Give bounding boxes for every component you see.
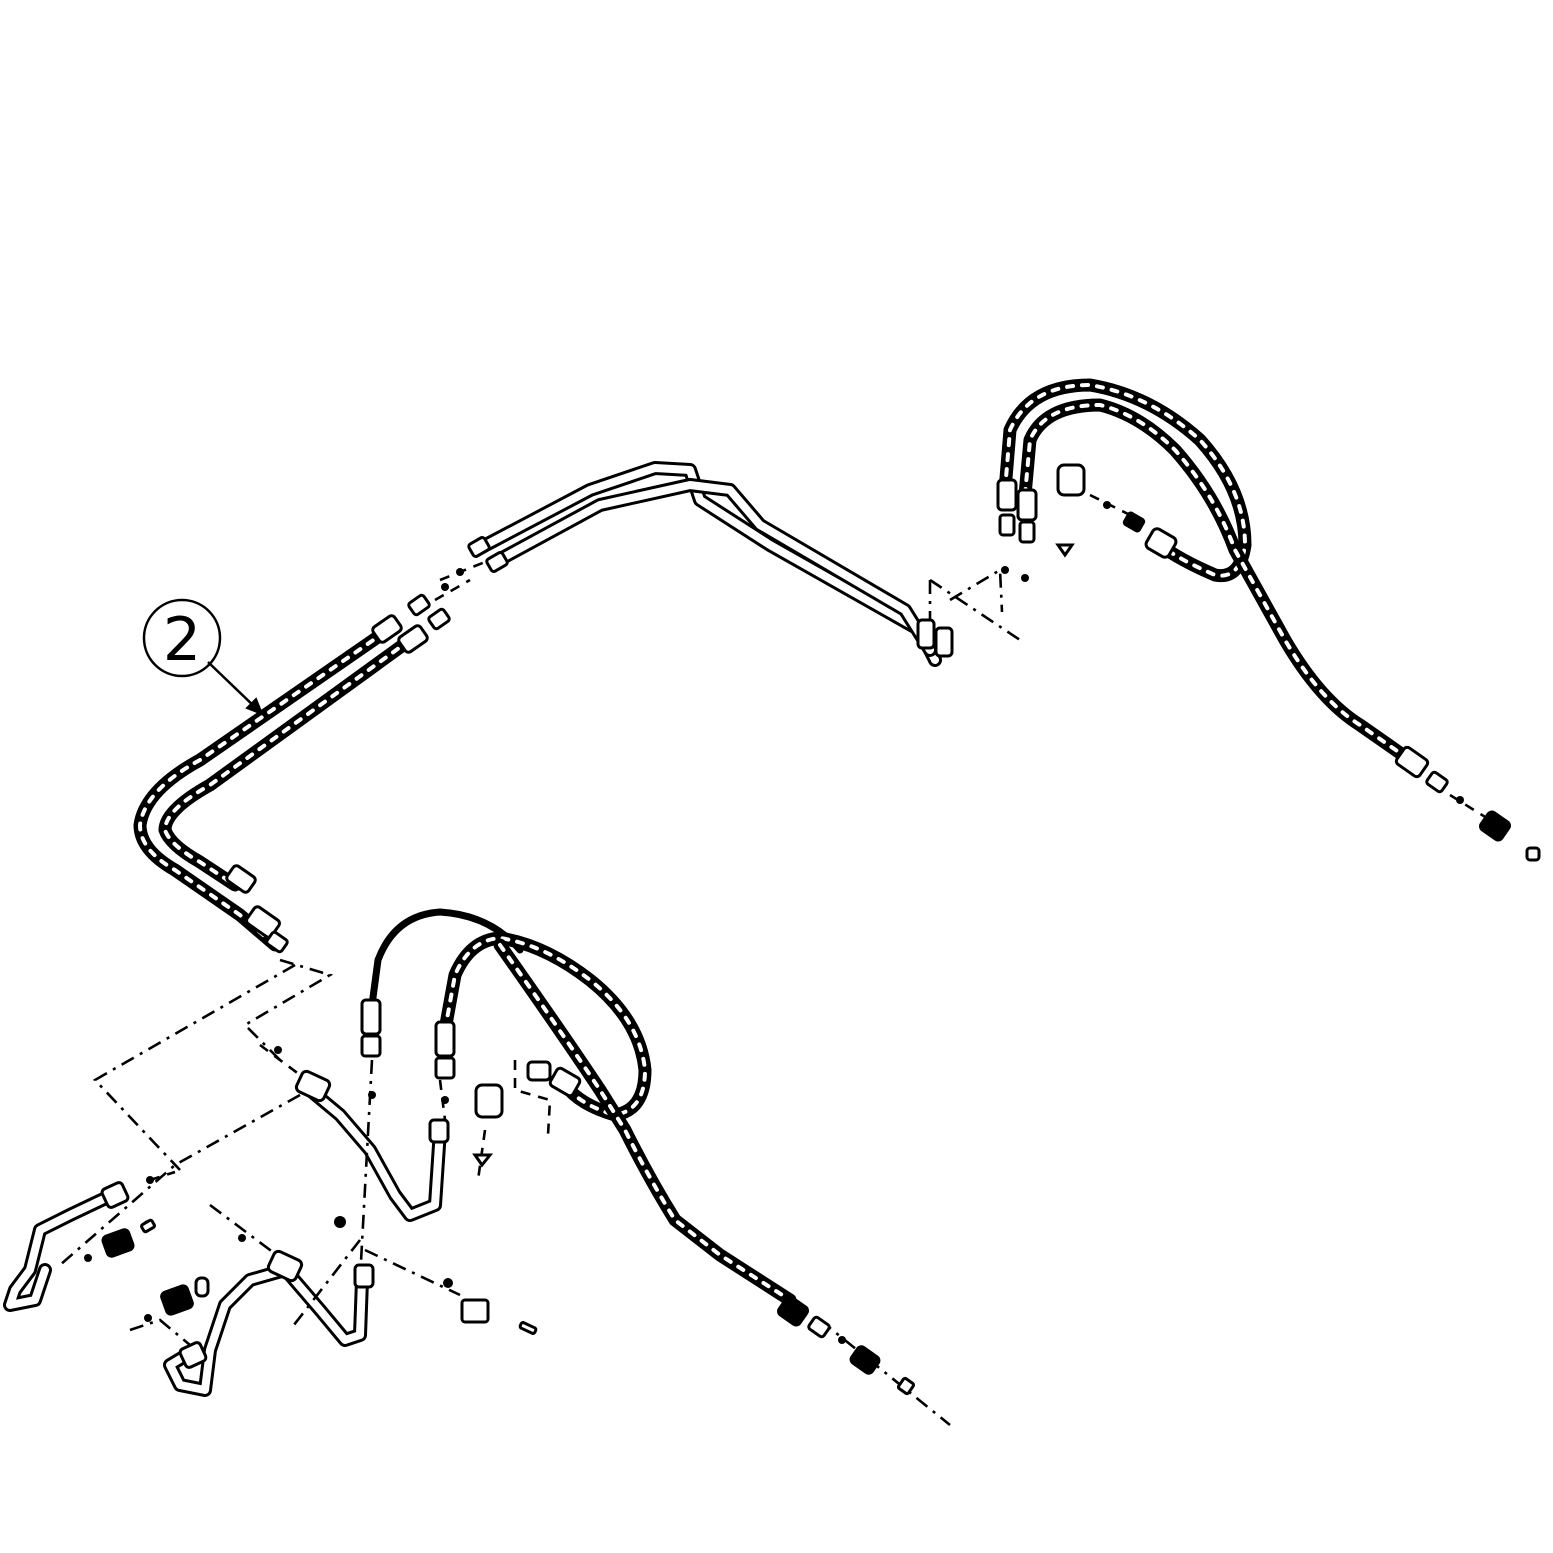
fitting-bottom-cap [896,1376,916,1396]
fitting-center-nut-a [360,1034,382,1058]
small-parts [84,501,1464,1344]
oring-dot-k [1001,566,1009,574]
fitting-left-nut-a [407,593,431,617]
fitting-left-nut-bottom [265,930,289,954]
clip-center [472,1153,494,1168]
oring-dot-l [1021,574,1029,582]
fitting-left-hose-bottom-b [245,905,281,939]
fitting-lower-left-adapter [160,1284,194,1316]
callout-2-arrowhead [245,697,264,716]
fitting-tube-elbow-b [934,626,954,658]
fitting-right-hose-a [996,478,1018,512]
fitting-far-left-adapter [101,1228,135,1258]
callout-2-leader [207,661,259,711]
fitting-left-hose-top-a [371,614,403,644]
bolt-lower-bracket [518,1321,538,1335]
fitting-right-hose-b [1016,488,1038,522]
fitting-right-tee [1056,463,1086,497]
oring-dot-h [368,1091,376,1099]
clip-right [1055,543,1075,558]
oring-dot-d [144,1314,152,1322]
fitting-right-nut-a [998,513,1016,537]
oring-dot-g [441,1096,449,1104]
upper-right-loop-hose [998,378,1417,767]
hose-fittings [100,463,1541,1396]
washer-far-left [140,1218,156,1234]
fitting-lower-left-tube-top [266,1249,304,1283]
fitting-lower-left-oring [194,1276,210,1298]
oring-dot-a [146,1176,154,1184]
center-loop-hoses [368,908,797,1307]
callout-2-label: 2 [163,605,201,675]
fitting-right-adapter [1479,810,1511,842]
fitting-far-left-tube-nut [100,1181,130,1209]
fitting-center-tee [474,1083,504,1119]
fitting-bottom-hose-nut [807,1315,831,1339]
fitting-right-nut-dark [1122,511,1146,533]
lower-left-rigid-tubes [3,1083,447,1397]
fitting-lower-tube-bottom [353,1263,375,1289]
fitting-center-hose-a [360,998,382,1036]
fitting-center-loop-nut [526,1060,552,1082]
fitting-left-hose-top-b [397,624,429,654]
fitting-tube-end-b [485,551,509,573]
fitting-lower-left-tube-nut [178,1341,208,1369]
fitting-right-nut-b [1018,520,1036,544]
oring-dot-b [84,1254,92,1262]
upper-rigid-tube-run [473,461,942,667]
fitting-right-loop-end [1144,527,1178,559]
oring-dot-p [274,1046,282,1054]
fitting-bottom-adapter [849,1345,881,1375]
oring-dot-f [238,1234,246,1242]
fitting-tube-end-a [467,536,491,558]
fitting-lower-bracket [460,1298,490,1324]
fitting-center-hose-b [434,1020,456,1058]
fitting-tube-elbow-a [916,618,936,650]
oring-dot-i [441,583,449,591]
fitting-bottom-hose-end [777,1295,809,1327]
oring-dot-e [443,1278,453,1288]
fitting-lower-tube-upright [428,1118,450,1144]
fitting-lower-tube-top [294,1069,332,1103]
fitting-right-cap [1525,846,1541,862]
callout-2-circle [142,598,222,678]
left-hose-pair [133,625,417,952]
fitting-center-loop-end [548,1066,582,1098]
oring-dot-m [1103,501,1111,509]
oring-dot-o [838,1336,846,1344]
callout-2: 2 [142,598,264,716]
fitting-left-hose-bottom-a [225,864,257,894]
fitting-right-hose-nut [1425,770,1449,794]
oring-dot-n [1456,796,1464,804]
fitting-center-nut-b [434,1056,456,1080]
fitting-left-nut-b [427,607,451,631]
oring-dot-j [456,568,464,576]
bolt-head-dot [334,1216,346,1228]
fitting-right-hose-end [1394,745,1430,779]
